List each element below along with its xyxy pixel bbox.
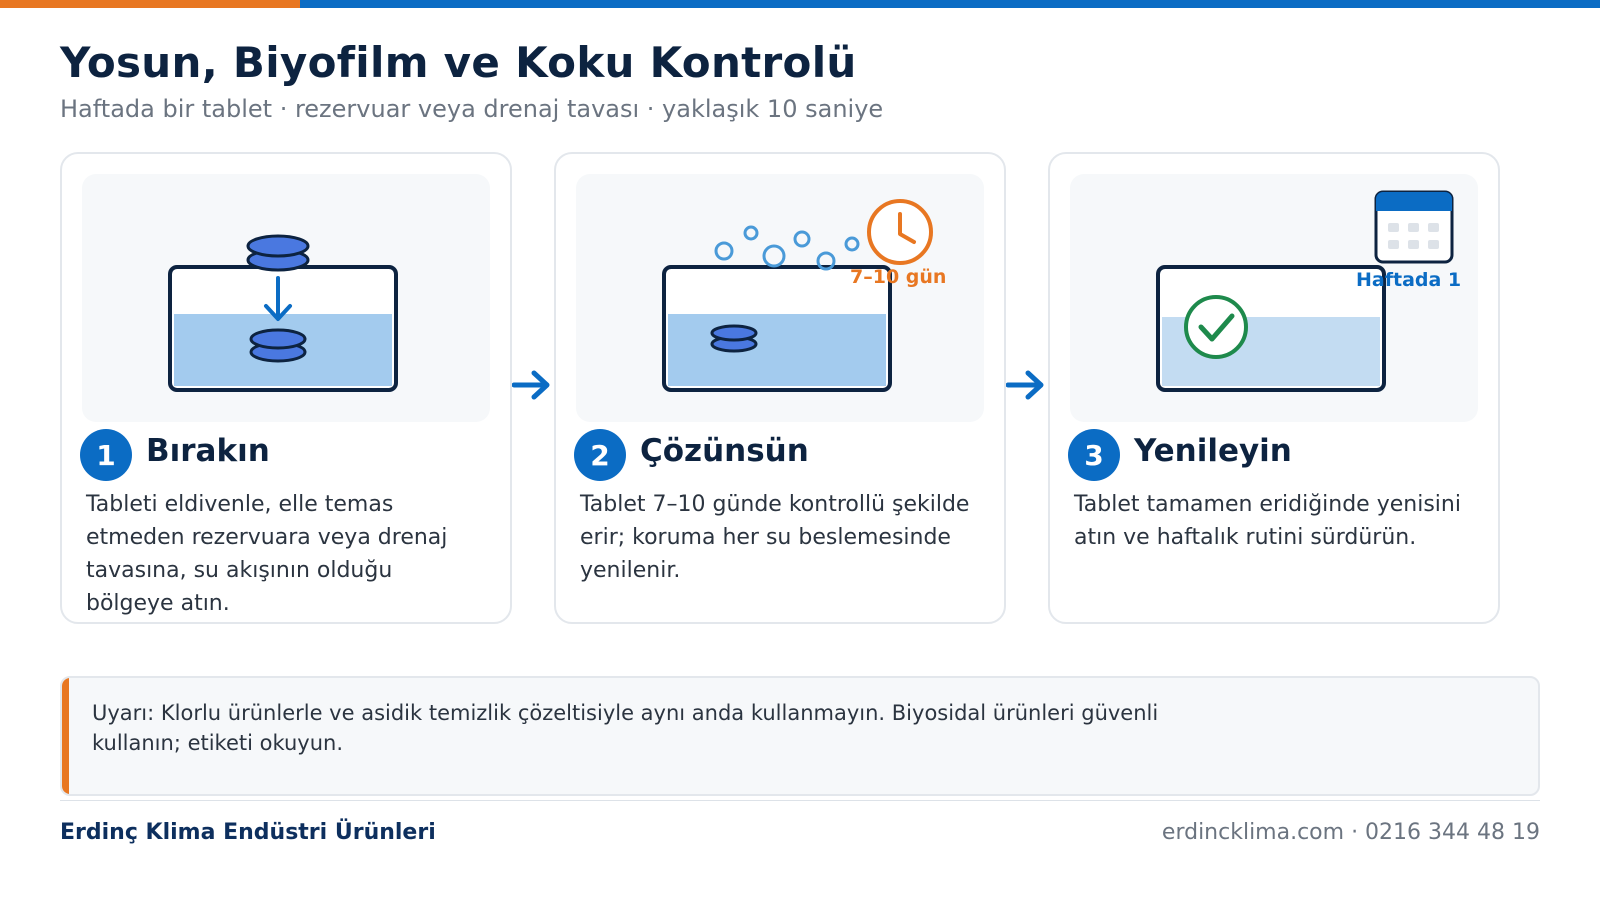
step-title: Yenileyin — [1134, 433, 1292, 469]
duration-badge: 7–10 gün — [850, 266, 947, 288]
step-card-2: 7–10 gün 2 Çözünsün Tablet 7–10 günde ko… — [554, 152, 1006, 624]
step-2-illustration: 7–10 gün — [576, 174, 984, 422]
top-accent-blue — [300, 0, 1600, 8]
water-tank-icon — [662, 265, 892, 392]
top-accent-orange — [0, 0, 300, 8]
step-title: Bırakın — [146, 433, 270, 469]
warning-text: Uyarı: Klorlu ürünlerle ve asidik temizl… — [92, 701, 1159, 755]
step-title: Çözünsün — [640, 433, 809, 469]
down-arrow-icon — [264, 276, 292, 321]
step-3-illustration: Haftada 1 — [1070, 174, 1478, 422]
check-circle-icon — [1184, 295, 1248, 359]
step-number-badge: 2 — [574, 429, 626, 481]
right-arrow-icon — [1006, 370, 1044, 400]
right-arrow-icon — [512, 370, 550, 400]
step-description: Tableti eldivenle, elle temas etmeden re… — [86, 492, 448, 616]
tablet-in-water-icon — [710, 324, 758, 353]
frequency-badge: Haftada 1 — [1356, 269, 1462, 291]
bubbles-icon — [714, 225, 860, 271]
warning-box: Uyarı: Klorlu ürünlerle ve asidik temizl… — [60, 676, 1540, 796]
step-number-badge: 1 — [80, 429, 132, 481]
tablet-in-water-icon — [249, 328, 307, 363]
step-description: Tablet tamamen eridiğinde yenisini atın … — [1074, 492, 1461, 550]
footer-divider — [60, 800, 1540, 801]
contact-info: erdincklima.com · 0216 344 48 19 — [1161, 820, 1540, 845]
company-name: Erdinç Klima Endüstri Ürünleri — [60, 820, 436, 845]
step-1-illustration — [82, 174, 490, 422]
calendar-icon — [1374, 190, 1454, 264]
page-subtitle: Haftada bir tablet · rezervuar veya dren… — [60, 95, 884, 123]
top-accent-bar — [0, 0, 1600, 8]
step-description: Tablet 7–10 günde kontrollü şekilde erir… — [580, 492, 970, 583]
warning-accent-bar — [62, 678, 69, 794]
water-tank-icon — [168, 265, 398, 392]
clock-icon — [867, 199, 933, 265]
step-number-badge: 3 — [1068, 429, 1120, 481]
step-card-3: Haftada 1 3 Yenileyin Tablet tamamen eri… — [1048, 152, 1500, 624]
tablet-icon — [246, 234, 310, 272]
page-title: Yosun, Biyofilm ve Koku Kontrolü — [60, 38, 857, 87]
step-card-1: 1 Bırakın Tableti eldivenle, elle temas … — [60, 152, 512, 624]
